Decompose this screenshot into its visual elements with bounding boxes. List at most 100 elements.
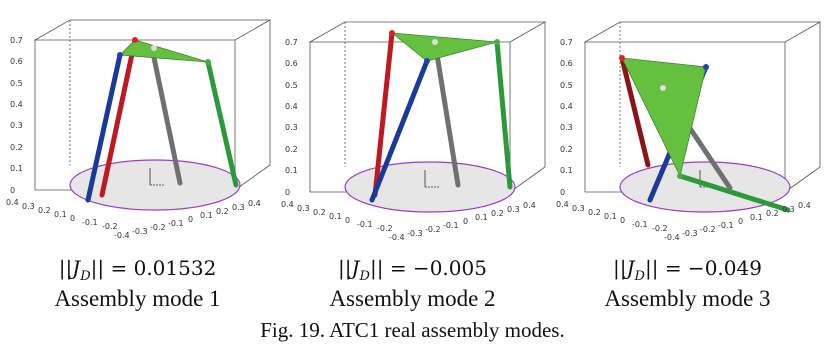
determinant-label-3: ||JD|| = −0.049 — [550, 256, 825, 284]
green-leg — [677, 173, 791, 213]
x-tick: 0.2 — [313, 208, 326, 217]
moving-platform — [390, 32, 498, 62]
red-leg — [372, 30, 395, 198]
red-leg — [619, 55, 651, 168]
y-axis-ticks: 0 0.1 0.2 0.3 0.4 0.5 0.6 0.7 — [560, 38, 573, 197]
robot-3d-plot-1: 0 0.1 0.2 0.3 0.4 0.5 0.6 0.7 0.4 0.3 0.… — [6, 19, 272, 240]
plot-panel-2: 0 0.1 0.2 0.3 0.4 0.5 0.6 0.7 0.4 0.3 0.… — [275, 0, 550, 250]
assembly-mode-label-2: Assembly mode 2 — [329, 286, 496, 311]
robot-3d-plot-3: 0 0.1 0.2 0.3 0.4 0.5 0.6 0.7 0.4 0.3 0.… — [556, 21, 822, 242]
y-tick: 0.7 — [285, 38, 298, 47]
blue-joint — [424, 58, 430, 64]
x-tick: 0.2 — [588, 208, 601, 217]
z-tick: 0 — [188, 215, 193, 224]
det-value: || = −0.049 — [644, 256, 762, 280]
robot-3d-plot-2: 0 0.1 0.2 0.3 0.4 0.5 0.6 0.7 0.4 0.3 0.… — [281, 21, 547, 242]
det-norm: ||J — [613, 256, 635, 280]
assembly-mode-label-3: Assembly mode 3 — [604, 286, 771, 311]
y-tick: 0.3 — [285, 123, 298, 132]
x-tick: -0.1 — [82, 218, 98, 227]
y-tick: 0.5 — [10, 79, 23, 88]
z-tick: 0.2 — [491, 209, 504, 218]
green-leg — [494, 39, 513, 190]
det-subscript: D — [634, 269, 645, 284]
right-axis-ticks: -0.4 -0.3 -0.2 -0.1 0 0.1 0.2 0.3 0.4 — [389, 201, 536, 242]
x-tick: 0 — [70, 214, 75, 223]
y-tick: 0.1 — [560, 166, 573, 175]
z-tick: -0.1 — [168, 219, 184, 228]
z-tick: 0.1 — [750, 213, 763, 222]
y-axis-ticks: 0 0.1 0.2 0.3 0.4 0.5 0.6 0.7 — [10, 36, 23, 195]
det-norm: ||J — [58, 256, 81, 280]
blue-leg — [85, 52, 123, 203]
assembly-mode-label-1: Assembly mode 1 — [54, 286, 221, 311]
y-tick: 0.6 — [285, 59, 298, 68]
left-axis-ticks: 0.4 0.3 0.2 0.1 0 -0.1 -0.2 — [6, 198, 118, 231]
determinant-label-2: ||JD|| = −0.005 — [275, 256, 550, 284]
x-tick: -0.1 — [632, 220, 648, 229]
red-joint — [389, 30, 395, 36]
z-tick: -0.3 — [407, 229, 423, 238]
red-joint — [132, 37, 138, 43]
y-tick: 0.3 — [560, 123, 573, 132]
right-axis-ticks: -0.4 -0.3 -0.2 -0.1 0 0.1 0.2 0.3 0.4 — [114, 199, 261, 240]
y-tick: 0.6 — [560, 59, 573, 68]
x-tick: -0.1 — [357, 220, 373, 229]
y-tick: 0 — [10, 186, 15, 195]
x-tick: 0.3 — [572, 204, 585, 213]
left-axis-ticks: 0.4 0.3 0.2 0.1 0 -0.1 -0.2 — [556, 200, 668, 233]
z-tick: 0 — [463, 217, 468, 226]
det-subscript: D — [80, 269, 91, 284]
z-tick: -0.4 — [389, 233, 405, 242]
red-joint — [619, 55, 625, 61]
y-tick: 0.1 — [10, 164, 23, 173]
y-tick: 0.7 — [560, 38, 573, 47]
x-tick: 0.4 — [6, 198, 19, 207]
blue-leg — [369, 58, 430, 203]
z-tick: 0.2 — [766, 209, 779, 218]
platform-center — [151, 45, 157, 51]
z-tick: 0.4 — [248, 199, 261, 208]
gray-leg — [149, 45, 183, 186]
det-subscript: D — [359, 269, 370, 284]
z-tick: -0.3 — [132, 227, 148, 236]
moving-platform — [119, 39, 209, 63]
plot-panel-1: 0 0.1 0.2 0.3 0.4 0.5 0.6 0.7 0.4 0.3 0.… — [0, 0, 275, 250]
axis-arrows — [424, 170, 440, 188]
x-tick: -0.2 — [652, 224, 668, 233]
z-tick: 0.4 — [523, 201, 536, 210]
x-tick: 0.4 — [281, 200, 294, 209]
x-tick: 0.1 — [604, 212, 617, 221]
green-joint — [205, 59, 211, 65]
red-leg — [99, 37, 138, 198]
y-tick: 0.5 — [285, 81, 298, 90]
y-tick: 0.5 — [560, 81, 573, 90]
x-tick: 0 — [345, 216, 350, 225]
y-tick: 0.4 — [10, 100, 23, 109]
x-tick: 0.1 — [54, 210, 67, 219]
x-tick: 0.3 — [297, 204, 310, 213]
green-joint — [677, 173, 683, 179]
determinant-label-1: ||JD|| = 0.01532 — [0, 256, 275, 284]
z-tick: -0.3 — [682, 229, 698, 238]
moving-platform — [621, 57, 707, 178]
x-tick: -0.2 — [102, 222, 118, 231]
det-value: || = −0.005 — [369, 256, 487, 280]
y-tick: 0.3 — [10, 121, 23, 130]
z-tick: -0.2 — [700, 225, 716, 234]
y-axis-ticks: 0 0.1 0.2 0.3 0.4 0.5 0.6 0.7 — [285, 38, 298, 197]
gray-leg — [432, 39, 461, 188]
y-tick: 0 — [285, 188, 290, 197]
plot-panel-3: 0 0.1 0.2 0.3 0.4 0.5 0.6 0.7 0.4 0.3 0.… — [550, 0, 825, 250]
blue-joint — [703, 64, 709, 70]
z-tick: 0 — [738, 217, 743, 226]
z-tick: -0.4 — [114, 231, 130, 240]
y-tick: 0.2 — [560, 145, 573, 154]
z-tick: 0.4 — [798, 201, 811, 210]
y-tick: 0.1 — [285, 166, 298, 175]
platform-center — [660, 85, 666, 91]
z-tick: -0.2 — [150, 223, 166, 232]
blue-joint — [117, 52, 123, 58]
z-tick: 0.3 — [507, 205, 520, 214]
z-tick: -0.4 — [664, 233, 680, 242]
